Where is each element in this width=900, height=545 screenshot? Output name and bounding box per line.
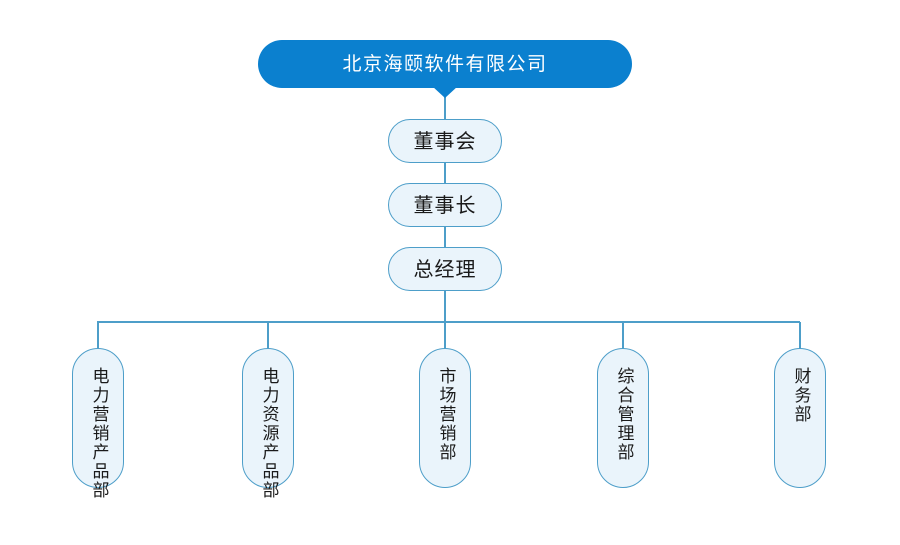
company-node-label: 北京海颐软件有限公司 xyxy=(342,52,548,75)
company-node[interactable]: 北京海颐软件有限公司 xyxy=(258,40,632,88)
node-department-label: 市场营销部 xyxy=(435,367,456,462)
node-department[interactable]: 电力营销产品部 xyxy=(72,348,124,500)
node-chairman-label: 董事长 xyxy=(413,193,477,217)
node-department[interactable]: 市场营销部 xyxy=(419,348,471,488)
node-board-of-directors[interactable]: 董事会 xyxy=(388,119,502,163)
node-department[interactable]: 电力资源产品部 xyxy=(242,348,294,500)
node-chairman[interactable]: 董事长 xyxy=(388,183,502,227)
company-node-pointer xyxy=(432,86,458,98)
node-department-label: 综合管理部 xyxy=(613,367,634,462)
node-general-manager[interactable]: 总经理 xyxy=(388,247,502,291)
node-department-label: 电力资源产品部 xyxy=(258,367,279,500)
node-general-manager-label: 总经理 xyxy=(413,257,477,281)
node-department[interactable]: 财务部 xyxy=(774,348,826,488)
node-department[interactable]: 综合管理部 xyxy=(597,348,649,488)
node-board-of-directors-label: 董事会 xyxy=(413,129,477,153)
node-department-label: 财务部 xyxy=(790,367,811,424)
node-department-label: 电力营销产品部 xyxy=(88,367,109,500)
